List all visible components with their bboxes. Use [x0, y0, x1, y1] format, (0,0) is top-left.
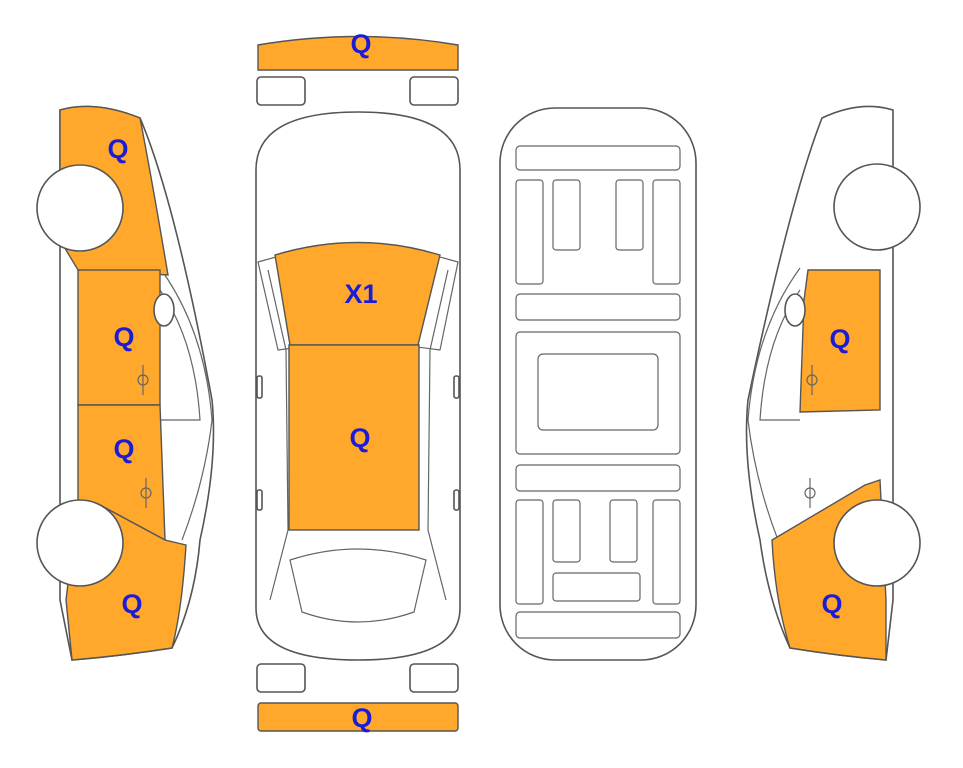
right-front-door-panel[interactable] — [799, 269, 881, 413]
interior-center-box — [537, 353, 659, 431]
left-front-door-panel[interactable] — [77, 269, 161, 406]
rear-right-light — [409, 663, 459, 693]
roof-label: X1 — [344, 279, 377, 309]
right-rear-quarter-label: Q — [821, 589, 842, 619]
left-front-wheel — [36, 164, 124, 252]
left-front-fender-label: Q — [107, 134, 128, 164]
left-side-window-line — [159, 267, 213, 541]
hood-label: Q — [349, 423, 370, 453]
top-view-rear-window — [289, 548, 427, 623]
right-front-door-label: Q — [829, 324, 850, 354]
front-left-light — [256, 76, 306, 106]
top-view-side-line-left — [267, 269, 289, 601]
interior-rear-seat-left — [552, 499, 581, 563]
interior-rear-seat-right — [609, 499, 638, 563]
interior-rear-seat-left-outer — [515, 499, 544, 605]
right-mirror — [453, 375, 460, 399]
interior-rear-seat-right-outer — [652, 499, 681, 605]
left-rear-door-lock — [140, 487, 152, 499]
right-mirror-side — [784, 293, 806, 327]
right-rear-wheel — [833, 499, 921, 587]
right-rear-door-lock — [804, 487, 816, 499]
rear-bumper-label: Q — [351, 703, 372, 733]
rear-bumper-panel[interactable] — [257, 702, 459, 732]
interior-rear-bench — [552, 572, 641, 602]
left-rear-marker — [256, 489, 263, 511]
interior-view-outline — [499, 107, 697, 661]
left-front-door-lock — [137, 374, 149, 386]
left-rear-door-label: Q — [113, 434, 134, 464]
roof-panel[interactable] — [274, 241, 441, 346]
front-bumper-label: Q — [350, 29, 371, 59]
interior-dash — [515, 145, 681, 171]
left-rear-quarter-label: Q — [121, 589, 142, 619]
right-rear-marker — [453, 489, 460, 511]
left-mirror-side — [153, 293, 175, 327]
rear-left-light — [256, 663, 306, 693]
top-view-side-line-right — [427, 269, 449, 601]
interior-middle-frame — [515, 331, 681, 455]
interior-trunk — [515, 611, 681, 639]
front-right-light — [409, 76, 459, 106]
interior-front-seat-right-outer — [652, 179, 681, 285]
hood-panel[interactable] — [288, 344, 420, 531]
left-mirror — [256, 375, 263, 399]
interior-front-seat-right — [615, 179, 644, 251]
interior-front-seat-left — [552, 179, 581, 251]
interior-console — [515, 293, 681, 321]
interior-rear-console — [515, 464, 681, 492]
front-bumper-panel[interactable] — [257, 35, 459, 71]
right-side-window-line — [747, 267, 801, 541]
interior-front-seat-left-outer — [515, 179, 544, 285]
left-front-door-label: Q — [113, 322, 134, 352]
left-rear-wheel — [36, 499, 124, 587]
right-front-wheel — [833, 163, 921, 251]
right-front-door-lock — [806, 374, 818, 386]
